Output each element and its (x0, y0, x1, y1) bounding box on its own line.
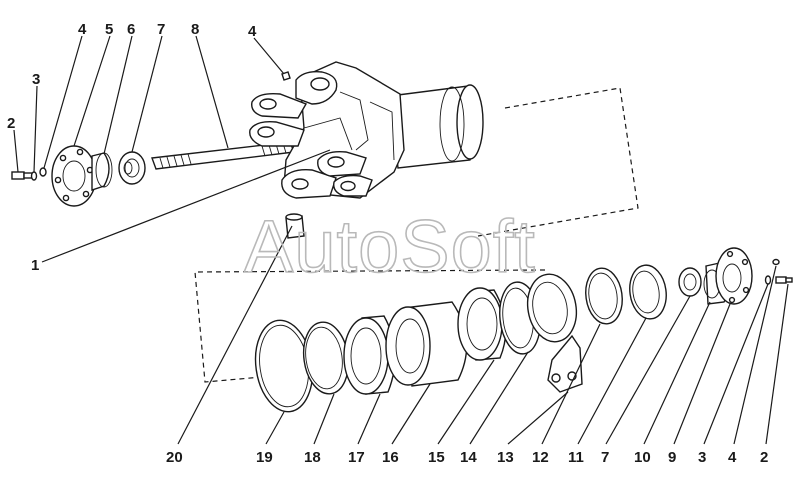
part-11-seal (629, 264, 667, 320)
part-6-hub-left (91, 152, 113, 191)
part-15-bearing (457, 287, 507, 361)
callout-18: 18 (304, 449, 321, 466)
part-3-washer-right (764, 275, 772, 285)
callout-20: 20 (166, 449, 183, 466)
callout-14: 14 (460, 449, 477, 466)
part-20-bushing (285, 213, 305, 239)
callout-8: 8 (191, 21, 199, 38)
part-3-washer-left (30, 171, 38, 181)
callout-15: 15 (428, 449, 445, 466)
callout-4-bottom: 4 (728, 449, 737, 466)
callout-3-bottom: 3 (698, 449, 706, 466)
part-4-washer-left (39, 167, 47, 177)
callout-17: 17 (348, 449, 365, 466)
part-2-bolt-left (11, 171, 33, 180)
callout-16: 16 (382, 449, 399, 466)
callout-11: 11 (568, 449, 584, 466)
callout-4-top: 4 (248, 23, 257, 40)
callout-10: 10 (634, 449, 651, 466)
part-19-oring (254, 319, 314, 413)
callout-4-left: 4 (78, 21, 87, 38)
part-16-sleeve (385, 301, 468, 387)
callout-9: 9 (668, 449, 676, 466)
part-12-snap-ring (585, 267, 623, 325)
callout-7-top: 7 (157, 21, 165, 38)
leader-lines (13, 35, 789, 445)
callout-6: 6 (127, 21, 135, 38)
part-5-flange-left (51, 145, 97, 207)
callouts-bottom: 20 19 18 17 16 15 14 13 12 11 7 10 9 3 4… (166, 449, 768, 466)
callouts-top: 2 3 4 5 6 7 8 4 1 (7, 21, 257, 274)
part-4-washer-right (772, 258, 780, 266)
callout-3-left: 3 (32, 71, 40, 88)
part-7-bearing-left (118, 151, 146, 185)
assembly-guide-lines (194, 87, 639, 383)
callout-12: 12 (532, 449, 549, 466)
callout-7-bottom: 7 (601, 449, 609, 466)
part-7-bearing-right (678, 267, 702, 297)
callout-1: 1 (31, 257, 39, 274)
watermark: AutoSoft (244, 205, 536, 288)
callout-2-left: 2 (7, 115, 15, 132)
part-2-bolt-right (775, 276, 793, 284)
callout-2-bottom: 2 (760, 449, 768, 466)
callout-19: 19 (256, 449, 273, 466)
callout-13: 13 (497, 449, 514, 466)
part-1-housing (249, 61, 484, 199)
part-9-flange-right (715, 247, 753, 305)
callout-5: 5 (105, 21, 113, 38)
